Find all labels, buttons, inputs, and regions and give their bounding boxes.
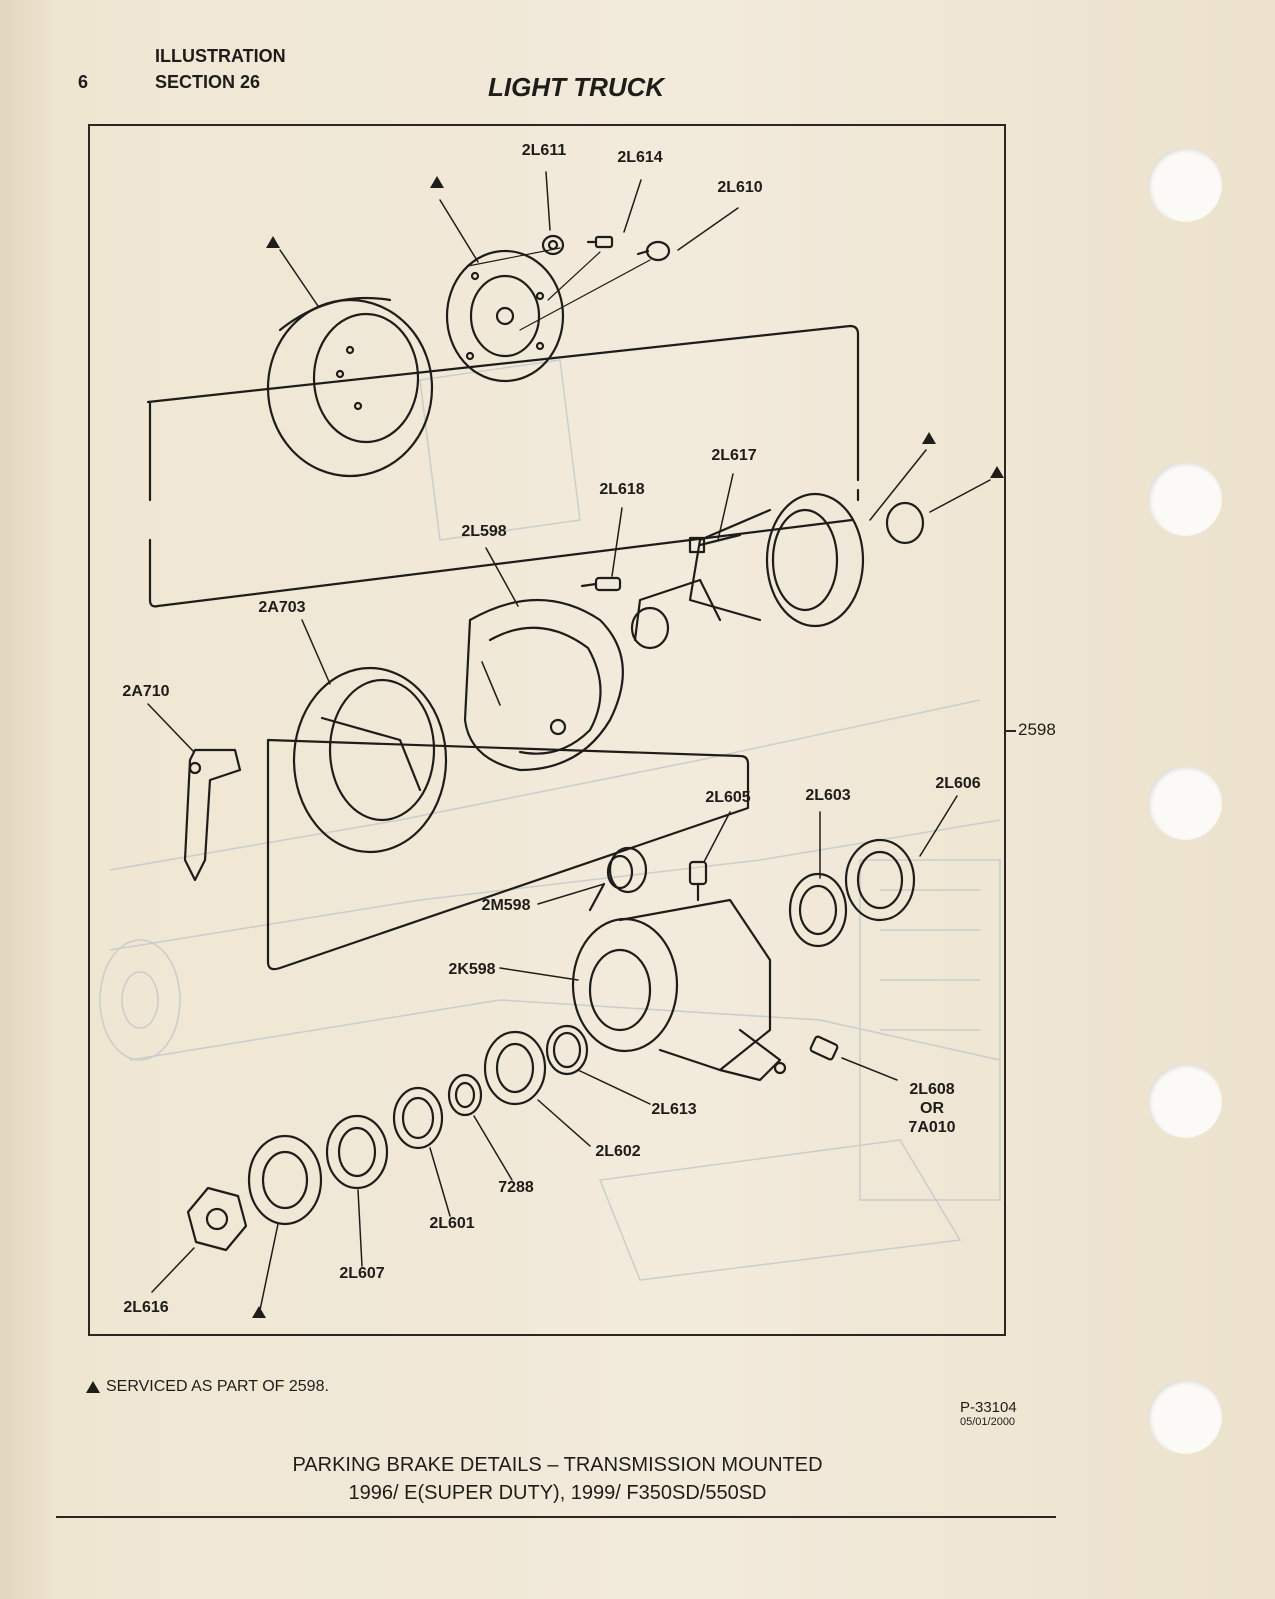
reference-block: P-33104 05/01/2000 [960, 1400, 1017, 1430]
screw-2l614 [586, 235, 614, 249]
binder-hole-4 [1148, 1064, 1222, 1138]
bolt-2l617 [688, 533, 742, 554]
nut-2l616 [186, 1186, 248, 1252]
serviced-marker-2 [266, 236, 280, 248]
race-2l601 [392, 1086, 444, 1150]
section-line-1: ILLUSTRATION [155, 46, 286, 66]
serviced-marker-4 [990, 466, 1004, 478]
torsion-spring-2m598 [588, 846, 648, 912]
binder-hole-3 [1148, 766, 1222, 840]
plug-2l608 [809, 1035, 839, 1061]
brake-drum [266, 296, 434, 478]
reference-date: 05/01/2000 [960, 1416, 1016, 1428]
reference-number: P-33104 [960, 1399, 1017, 1416]
seal-2l607 [325, 1114, 389, 1190]
fitting-2l610 [636, 240, 671, 262]
upper-panel-outline [146, 324, 860, 608]
serviced-marker-3 [922, 432, 936, 444]
serviced-marker-1 [430, 176, 444, 188]
legend-triangle-icon [86, 1381, 100, 1393]
brake-lever [183, 748, 242, 882]
bottom-rule [56, 1516, 1056, 1518]
washer-flange [247, 1134, 323, 1226]
illustration-frame [88, 124, 1006, 1336]
section-line-2: SECTION 26 [155, 72, 261, 92]
callout-2l614: 2L614 [617, 149, 663, 166]
housing-2k598 [571, 898, 787, 1082]
callout-2l617: 2L617 [711, 447, 757, 464]
callout-2l610: 2L610 [717, 179, 763, 196]
screw-2l618 [580, 576, 622, 592]
spindle-adapter [630, 492, 865, 650]
ghost-vehicle-print [99, 359, 1001, 1281]
callout-2k598: 2K598 [448, 961, 496, 978]
callout-2l598: 2L598 [461, 523, 507, 540]
backing-plate [292, 666, 448, 854]
page-number: 6 [78, 72, 89, 92]
callout-2l618: 2L618 [599, 481, 645, 498]
callout-2l611: 2L611 [521, 142, 567, 159]
binder-hole-5 [1148, 1380, 1222, 1454]
assembly-tick [1006, 730, 1016, 732]
binder-hole-2 [1148, 462, 1222, 536]
callout-2l602: 2L602 [595, 1143, 641, 1160]
legend: SERVICED AS PART OF 2598. [86, 1378, 329, 1396]
callout-2l601: 2L601 [429, 1215, 475, 1232]
brake-shoe-assembly [463, 599, 624, 772]
leader-lines [147, 171, 991, 1311]
callout-2a710: 2A710 [122, 683, 170, 700]
seal-2l613 [545, 1024, 589, 1076]
seal-2l606 [844, 838, 916, 922]
washer-7288 [447, 1073, 483, 1117]
callout-7288: 7288 [498, 1179, 534, 1196]
callout-2a703: 2A703 [258, 599, 306, 616]
callout-2l603: 2L603 [805, 787, 851, 804]
fitting-2l605 [688, 860, 708, 902]
page-title: LIGHT TRUCK [488, 72, 665, 102]
bearing-2l603 [788, 872, 848, 948]
callout-2l605: 2L605 [705, 789, 751, 806]
callout-2m598: 2M598 [481, 897, 531, 914]
callout-2l606: 2L606 [935, 775, 981, 792]
caption-line-2: 1996/ E(SUPER DUTY), 1999/ F350SD/550SD [348, 1482, 767, 1504]
callout-2l616: 2L616 [123, 1299, 169, 1316]
plug-cap [885, 501, 925, 545]
callout-2l613: 2L613 [651, 1101, 697, 1118]
legend-text: SERVICED AS PART OF 2598. [106, 1378, 329, 1395]
binder-hole-1 [1148, 148, 1222, 222]
brake-flange [445, 249, 565, 383]
caption-line-1: PARKING BRAKE DETAILS – TRANSMISSION MOU… [292, 1454, 823, 1476]
serviced-marker-5 [252, 1306, 266, 1318]
lower-panel-outline [266, 738, 750, 971]
assembly-label: 2598 [1018, 720, 1056, 739]
bearing-2l602 [483, 1030, 547, 1106]
callout-2l608-or-7a010: 2L608 OR 7A010 [908, 1081, 956, 1136]
callout-2l607: 2L607 [339, 1265, 385, 1282]
